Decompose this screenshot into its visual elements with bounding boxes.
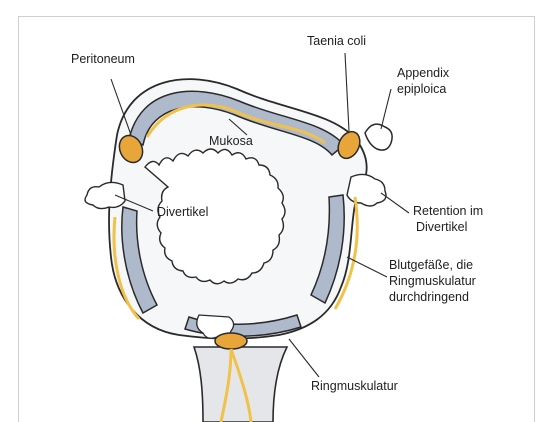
label-appendix-line2: epiploica <box>397 82 446 96</box>
label-blutgefaesse-line2: Ringmuskulatur <box>389 274 476 288</box>
appendix-epiploica <box>365 124 392 150</box>
label-ringmuskulatur: Ringmuskulatur <box>311 379 398 393</box>
taenia-coli-bottom <box>215 333 247 349</box>
diverticulum-left <box>85 182 125 208</box>
label-divertikel: Divertikel <box>157 205 208 219</box>
label-taenia-coli: Taenia coli <box>307 34 366 48</box>
label-blutgefaesse-line1: Blutgefäße, die <box>389 258 473 272</box>
label-retention-line2: Divertikel <box>416 220 467 234</box>
mesentery <box>194 347 287 422</box>
colon-diverticulum-diagram: Peritoneum Taenia coli Appendix epiploic… <box>19 17 534 422</box>
label-appendix-line1: Appendix <box>397 66 450 80</box>
diagram-frame: Peritoneum Taenia coli Appendix epiploic… <box>18 16 535 422</box>
label-blutgefaesse-line3: durchdringend <box>389 290 469 304</box>
diverticulum-right <box>347 174 386 206</box>
label-mukosa: Mukosa <box>209 134 253 148</box>
label-peritoneum: Peritoneum <box>71 52 135 66</box>
label-retention-line1: Retention im <box>413 204 483 218</box>
